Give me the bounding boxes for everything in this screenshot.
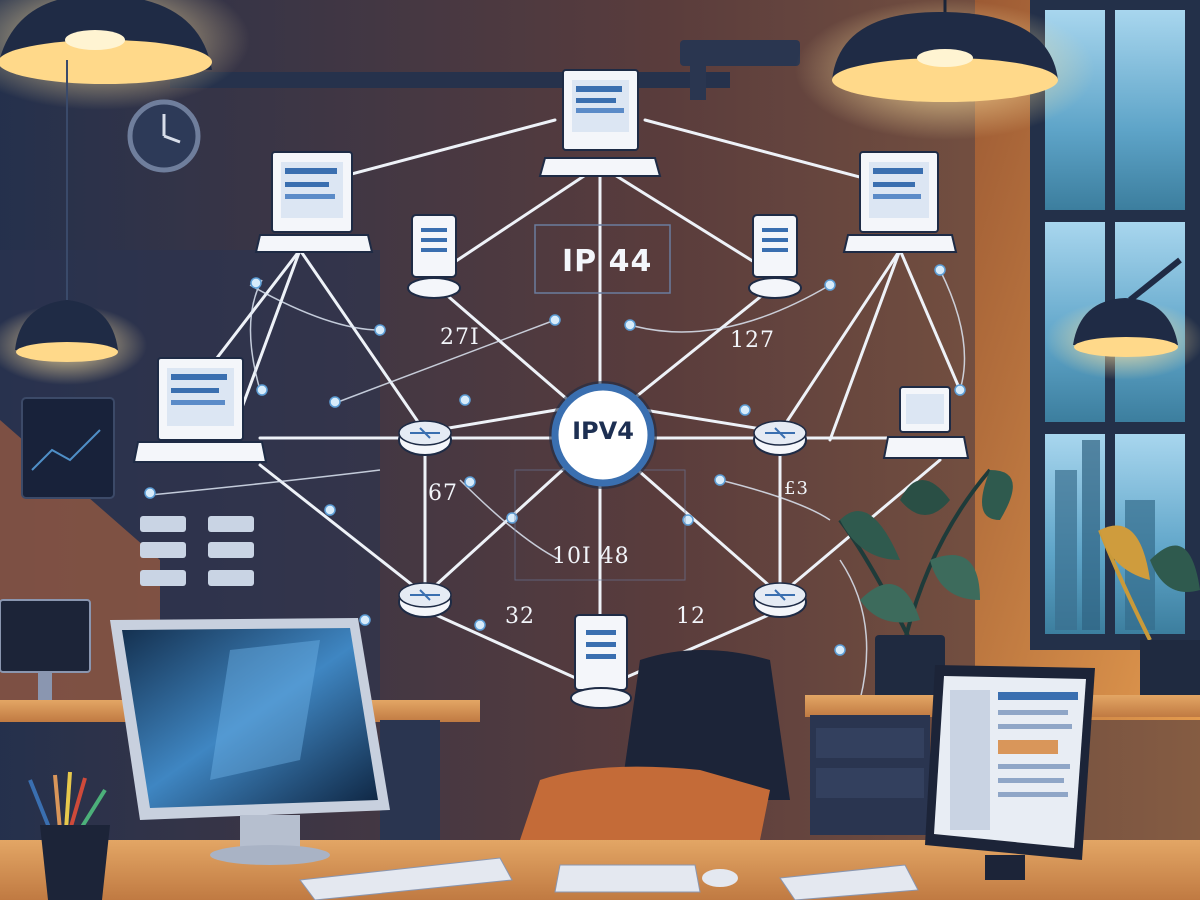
label-upper-right: 127 [730,328,775,353]
router-icon [398,582,452,618]
monitor-icon [110,618,390,865]
pendant-lamp-icon [795,0,1095,140]
hub-label: IPV4 [572,417,634,445]
pendant-lamp-icon [1045,257,1200,380]
label-mid-right: £3 [784,478,809,499]
laptop-icon [538,69,662,177]
label-low-left: 32 [505,604,535,629]
plant-icon [838,468,1013,705]
router-icon [753,420,807,456]
pendant-lamp-icon [0,0,250,110]
server-icon [407,214,461,299]
label-top-panel: IP 44 [562,244,653,279]
router-icon [753,582,807,618]
pencil-cup-icon [28,771,110,900]
laptop-icon [132,357,268,463]
pendant-lamp-icon [0,60,147,385]
label-mid-left: 67 [428,481,458,506]
laptop-icon [882,386,970,459]
hub-node [549,381,657,489]
server-icon [570,614,632,709]
keyboard-icon [779,864,919,900]
wall-clock-icon [127,99,201,173]
office-chair-icon [520,650,790,840]
router-icon [398,420,452,456]
label-upper-left: 27I [440,325,480,350]
monitor-icon [925,665,1095,880]
laptop-icon [254,151,374,253]
keyboard-icon [554,864,701,893]
keyboard-icon [299,857,513,900]
monitor-icon [0,599,91,700]
laptop-icon [842,151,958,253]
label-low-right: 12 [676,604,706,629]
label-center-low: 10I 48 [552,544,630,569]
server-icon [748,214,802,299]
